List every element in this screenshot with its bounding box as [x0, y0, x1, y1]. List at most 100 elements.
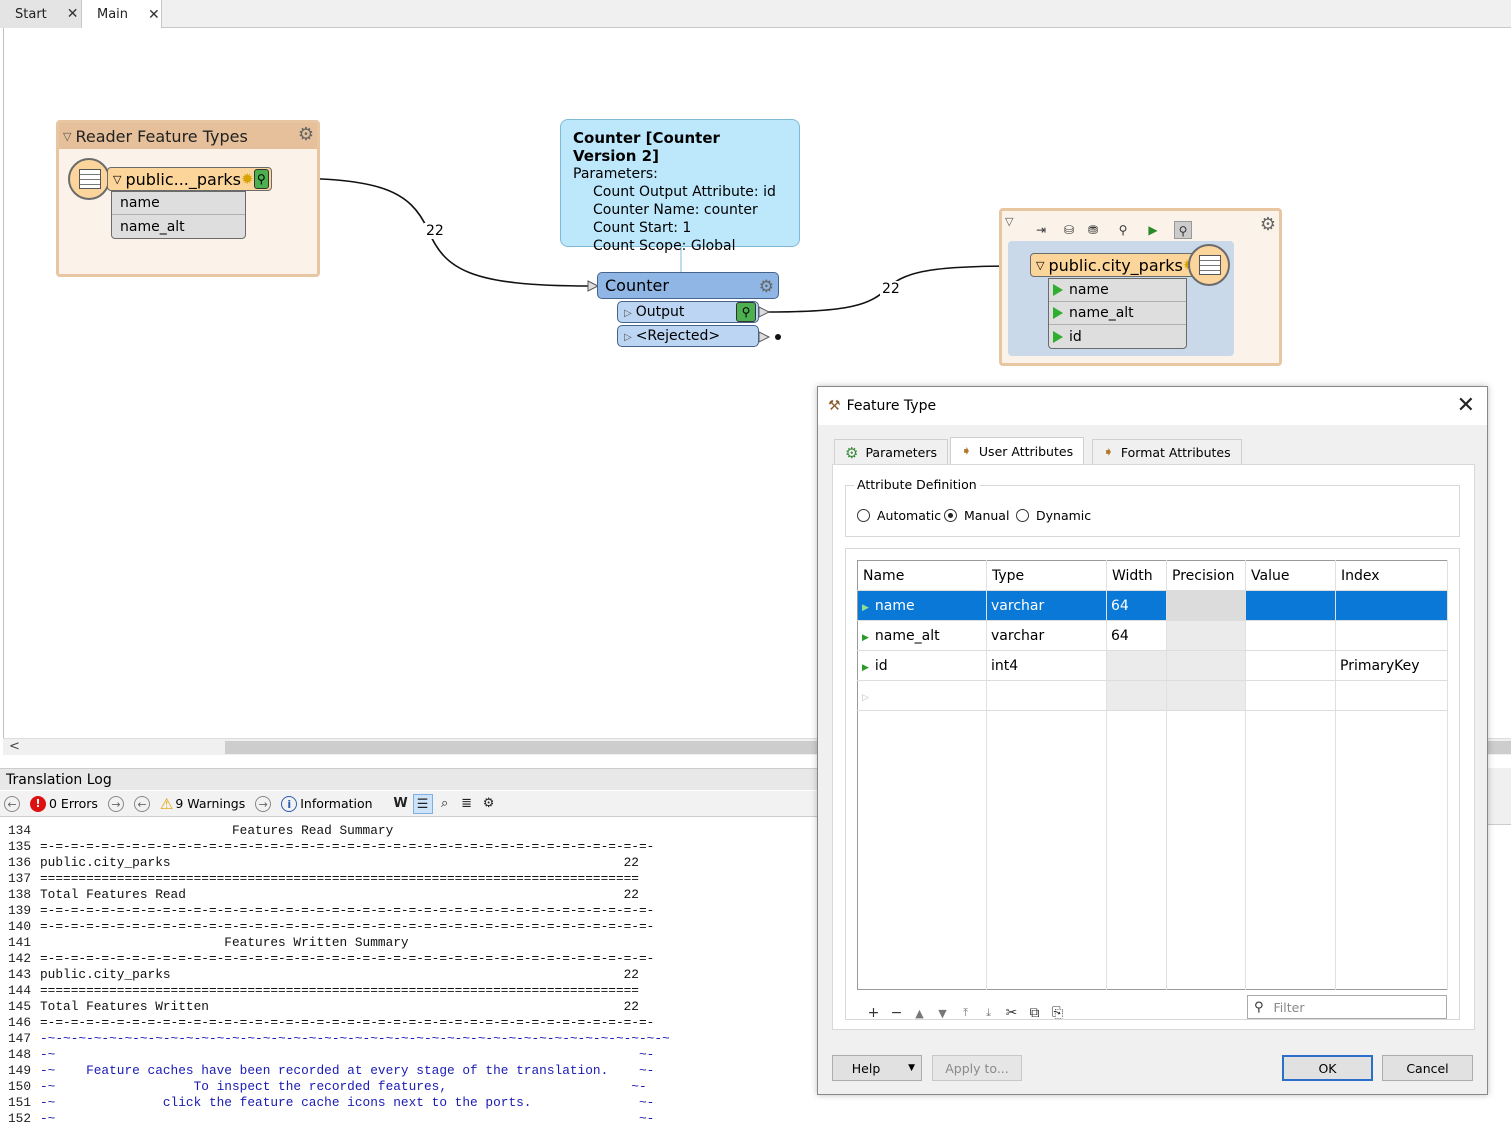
- column-header[interactable]: Precision: [1166, 560, 1246, 591]
- attribute-row[interactable]: id: [1049, 325, 1186, 348]
- run-to-icon[interactable]: ▶: [1148, 223, 1158, 237]
- ok-button[interactable]: OK: [1282, 1055, 1373, 1081]
- next-warning-button[interactable]: →: [255, 795, 272, 812]
- filter-input[interactable]: ⚲ Filter: [1247, 995, 1447, 1019]
- prev-error-button[interactable]: ←: [4, 795, 20, 812]
- cell-index[interactable]: PrimaryKey: [1335, 650, 1448, 681]
- writer-database-icon[interactable]: ⛃: [1087, 223, 1099, 237]
- writer-inspect-icon[interactable]: ⚲: [1118, 223, 1128, 237]
- port-expand-icon[interactable]: ▷: [624, 332, 632, 343]
- word-wrap-icon[interactable]: W: [393, 795, 408, 811]
- help-button[interactable]: Help ▼: [832, 1055, 922, 1081]
- column-header[interactable]: Type: [986, 560, 1107, 591]
- prev-warning-button[interactable]: ←: [133, 795, 150, 812]
- writer-import-icon[interactable]: ⛁: [1063, 223, 1075, 237]
- expand-triangle-icon[interactable]: ▽: [113, 172, 122, 186]
- reader-feature-type[interactable]: ▽ public..._parks ✹ ⚲: [107, 167, 272, 191]
- line-numbers-icon[interactable]: ☰: [412, 793, 433, 814]
- cancel-button[interactable]: Cancel: [1382, 1055, 1473, 1081]
- attribute-row[interactable]: name_alt: [1049, 302, 1186, 325]
- column-header[interactable]: Value: [1245, 560, 1336, 591]
- warnings-filter[interactable]: ⚠9 Warnings: [160, 795, 245, 813]
- find-icon[interactable]: ⌕: [440, 795, 449, 811]
- cut-icon[interactable]: ✂: [1005, 1005, 1018, 1021]
- cell-index[interactable]: [1335, 680, 1448, 711]
- tab-start-close-icon[interactable]: ✕: [66, 6, 79, 22]
- radio-dynamic[interactable]: Dynamic: [1016, 508, 1091, 523]
- filter-log-icon[interactable]: ≣: [461, 795, 473, 811]
- attribute-row[interactable]: name: [112, 192, 245, 215]
- attribute-row[interactable]: name: [1049, 279, 1186, 302]
- table-row[interactable]: ▶name varchar 64: [857, 590, 1448, 621]
- cell-value[interactable]: [1245, 650, 1336, 681]
- expand-triangle-icon[interactable]: ▽: [1036, 258, 1045, 272]
- reader-feature-types-bookmark[interactable]: ▽ Reader Feature Types ⚙ ▽ public..._par…: [56, 120, 320, 277]
- radio-manual[interactable]: Manual: [944, 508, 1009, 523]
- close-icon[interactable]: ✕: [1456, 393, 1475, 418]
- apply-to-button[interactable]: Apply to...: [932, 1055, 1022, 1081]
- cell-type[interactable]: varchar: [986, 590, 1107, 621]
- tab-start[interactable]: Start ✕: [0, 0, 82, 28]
- writer-bookmark[interactable]: ▽ ⇥ ⛁ ⛃ ⚲ ▶ ⚲ ⚙ ▽ public.city_parks ✹ na…: [999, 208, 1282, 366]
- bookmark-header[interactable]: ▽ Reader Feature Types: [59, 123, 317, 149]
- errors-filter[interactable]: !0 Errors: [30, 795, 98, 812]
- gear-icon[interactable]: ⚙: [482, 795, 495, 811]
- cell-type[interactable]: [986, 680, 1107, 711]
- scroll-left-icon[interactable]: <: [9, 739, 20, 754]
- cell-name[interactable]: ▶name_alt: [857, 620, 987, 651]
- cell-width[interactable]: 64: [1106, 590, 1167, 621]
- move-down-icon[interactable]: ▼: [938, 1006, 947, 1020]
- radio-automatic[interactable]: Automatic: [857, 508, 941, 523]
- collapse-triangle-icon[interactable]: ▽: [1005, 215, 1014, 228]
- cell-name[interactable]: ▶name: [857, 590, 987, 621]
- table-row[interactable]: ▶name_alt varchar 64: [857, 620, 1448, 651]
- column-header[interactable]: Name: [857, 560, 987, 591]
- gear-icon[interactable]: ⚙: [758, 277, 774, 297]
- feature-cache-inspect-icon[interactable]: ⚲: [736, 302, 756, 322]
- cell-type[interactable]: int4: [986, 650, 1107, 681]
- cell-value[interactable]: [1245, 590, 1336, 621]
- collapse-triangle-icon[interactable]: ▽: [63, 129, 72, 143]
- gear-icon[interactable]: ⚙: [1259, 214, 1276, 235]
- copy-icon[interactable]: ⧉: [1029, 1005, 1040, 1021]
- cell-value[interactable]: [1245, 680, 1336, 711]
- paste-icon[interactable]: ⎘: [1051, 1005, 1064, 1021]
- tab-main[interactable]: Main ✕: [82, 0, 162, 29]
- tab-format-attributes[interactable]: ➧Format Attributes: [1092, 439, 1242, 465]
- cell-width[interactable]: 64: [1106, 620, 1167, 651]
- cell-name[interactable]: ▶id: [857, 650, 987, 681]
- cell-index[interactable]: [1335, 590, 1448, 621]
- attribute-row[interactable]: name_alt: [120, 218, 185, 235]
- move-to-bottom-icon[interactable]: ⤓: [986, 1006, 991, 1019]
- next-error-button[interactable]: →: [107, 795, 124, 812]
- rejected-port[interactable]: ▷<Rejected>: [617, 325, 759, 347]
- tab-user-attributes[interactable]: ➧User Attributes: [950, 437, 1085, 465]
- table-new-row[interactable]: ▷: [857, 680, 1448, 711]
- cell-name[interactable]: ▷: [857, 680, 987, 711]
- log-line: 147-~-~-~-~-~-~-~-~-~-~-~-~-~-~-~-~-~-~-…: [0, 1031, 820, 1047]
- port-expand-icon[interactable]: ▷: [624, 308, 632, 319]
- cell-index[interactable]: [1335, 620, 1448, 651]
- writer-add-icon[interactable]: ⇥: [1035, 223, 1047, 237]
- column-header[interactable]: Index: [1335, 560, 1448, 591]
- cell-value[interactable]: [1245, 620, 1336, 651]
- counter-transformer[interactable]: Counter ⚙: [597, 272, 779, 299]
- column-header[interactable]: Width: [1106, 560, 1167, 591]
- feature-cache-inspect-icon[interactable]: ⚲: [253, 169, 269, 189]
- gear-icon[interactable]: ⚙: [297, 124, 314, 145]
- remove-row-icon[interactable]: −: [890, 1005, 903, 1021]
- writer-feature-type[interactable]: ▽ public.city_parks ✹: [1030, 253, 1205, 277]
- table-row[interactable]: ▶id int4 PrimaryKey: [857, 650, 1448, 681]
- add-row-icon[interactable]: +: [867, 1005, 880, 1021]
- writer-cache-icon[interactable]: ⚲: [1174, 221, 1192, 239]
- move-to-top-icon[interactable]: ⤒: [963, 1006, 968, 1019]
- output-port[interactable]: ▷Output ⚲: [617, 301, 759, 323]
- sun-settings-icon[interactable]: ✹: [241, 170, 254, 188]
- chevron-down-icon[interactable]: ▼: [908, 1063, 915, 1073]
- move-up-icon[interactable]: ▲: [915, 1006, 924, 1020]
- tab-parameters[interactable]: ⚙Parameters: [834, 439, 948, 465]
- tab-main-close-icon[interactable]: ✕: [148, 6, 160, 23]
- cell-type[interactable]: varchar: [986, 620, 1107, 651]
